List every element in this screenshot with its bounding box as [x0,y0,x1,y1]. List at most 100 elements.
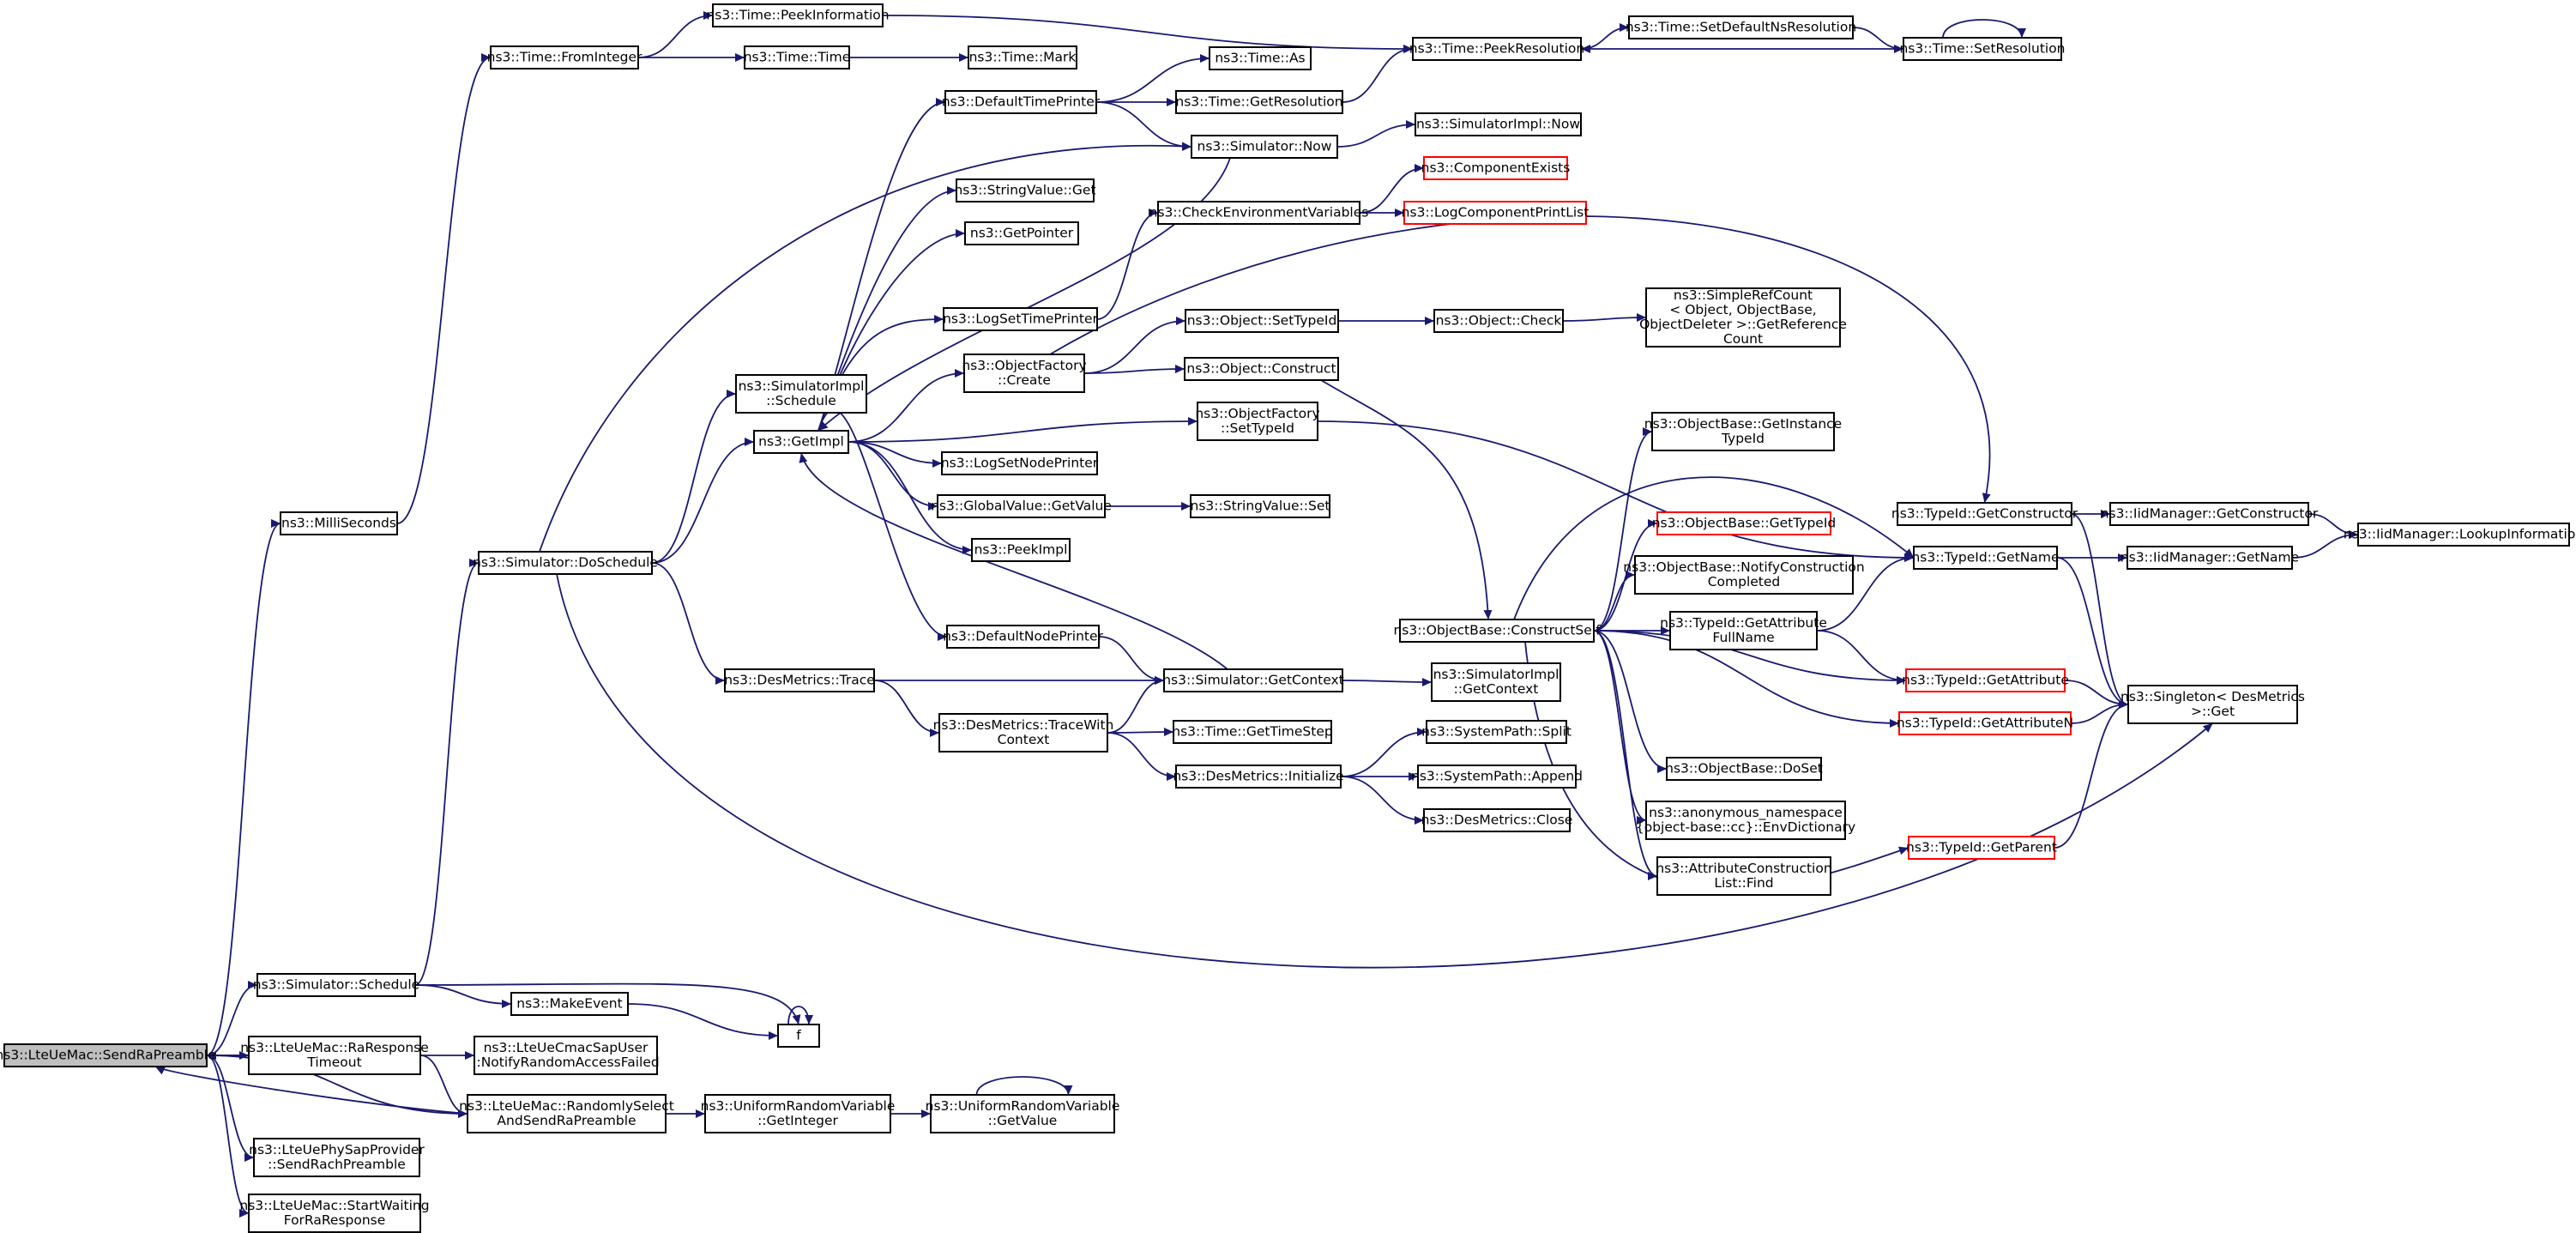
node-label: ns3::Simulator::DoSchedule [473,555,658,571]
node-box [1173,720,1332,744]
node-simulatorimpl-get-context[interactable]: ns3::SimulatorImpl::GetContext [1431,662,1561,702]
node-object-check[interactable]: ns3::Object::Check [1433,309,1564,333]
node-time-set-resolution[interactable]: ns3::Time::SetResolution [1899,37,2066,61]
edge-object-factory-create-to-object-set-type-id [1083,317,1186,374]
node-get-pointer[interactable]: ns3::GetPointer [964,221,1079,245]
node-time-set-default-ns-resolution[interactable]: ns3::Time::SetDefaultNsResolution [1626,15,1856,39]
node-uniform-random-variable-get-integer[interactable]: ns3::UniformRandomVariable::GetInteger [701,1094,896,1133]
node-object-factory-create[interactable]: ns3::ObjectFactory::Create [962,354,1087,393]
node-default-time-printer[interactable]: ns3::DefaultTimePrinter [942,90,1101,114]
node-make-event[interactable]: ns3::MakeEvent [510,992,629,1016]
node-time-get-resolution[interactable]: ns3::Time::GetResolution [1175,90,1343,114]
node-object-construct[interactable]: ns3::Object::Construct [1184,357,1339,381]
edge-time-set-default-ns-resolution-to-time-set-resolution [1852,27,1904,53]
node-desmetrics-close[interactable]: ns3::DesMetrics::Close [1421,808,1573,832]
node-simulatorimpl-now[interactable]: ns3::SimulatorImpl::Now [1415,112,1582,136]
node-check-environment-variables[interactable]: ns3::CheckEnvironmentVariables [1149,201,1369,225]
node-log-set-node-printer[interactable]: ns3::LogSetNodePrinter [941,451,1099,475]
node-default-node-printer[interactable]: ns3::DefaultNodePrinter [943,625,1104,649]
node-label: ns3::Time::SetResolution [1899,41,2065,57]
node-label: ns3::LteUeMac::SendRaPreamble [0,1048,216,1063]
node-string-value-get[interactable]: ns3::StringValue::Get [954,178,1096,202]
node-peek-impl[interactable]: ns3::PeekImpl [971,538,1071,562]
node-milliseconds[interactable]: ns3::MilliSeconds [280,511,398,535]
node-typeid-get-name[interactable]: ns3::TypeId::GetName [1911,546,2060,570]
node-label: List::Find [1714,875,1773,891]
node-get-impl[interactable]: ns3::GetImpl [753,430,849,454]
edge-object-check-to-simple-ref-count [1562,313,1647,323]
node-objectbase-construct-self[interactable]: ns3::ObjectBase::ConstructSelf [1393,619,1601,643]
node-iidmanager-get-constructor[interactable]: ns3::IidManager::GetConstructor [2101,502,2319,526]
node-label: ::Create [998,372,1051,388]
node-send-rach-preamble[interactable]: ns3::LteUePhySapProvider::SendRachPreamb… [249,1138,425,1177]
node-time-peek-resolution[interactable]: ns3::Time::PeekResolution [1409,37,1584,61]
node-label: ::GetContext [1454,681,1539,697]
node-system-path-split[interactable]: ns3::SystemPath::Split [1421,720,1572,744]
node-notify-random-access-failed[interactable]: ns3::LteUeCmacSapUser::NotifyRandomAcces… [472,1036,660,1075]
node-time-time[interactable]: ns3::Time::Time [744,45,851,70]
node-typeid-get-parent[interactable]: ns3::TypeId::GetParent [1906,836,2057,860]
node-box [3,1043,208,1067]
node-box [1669,611,1818,650]
node-object-factory-set-type-id[interactable]: ns3::ObjectFactory::SetTypeId [1195,402,1320,441]
node-f[interactable]: f [777,1024,820,1048]
node-object-set-type-id[interactable]: ns3::Object::SetTypeId [1185,309,1339,333]
node-time-as[interactable]: ns3::Time::As [1209,46,1312,70]
node-box [1426,720,1567,744]
node-label: ns3::SimpleRefCount [1674,287,1813,303]
node-typeid-get-attribute[interactable]: ns3::TypeId::GetAttribute [1902,668,2069,692]
node-box [704,1094,891,1133]
node-desmetrics-initialize[interactable]: ns3::DesMetrics::Initialize [1173,765,1344,789]
edge-simulator-get-context-to-simulatorimpl-get-context [1342,677,1433,686]
node-simple-ref-count[interactable]: ns3::SimpleRefCount< Object, ObjectBase,… [1639,287,1847,348]
node-time-from-integer[interactable]: ns3::Time::FromInteger [487,45,642,70]
node-anonymous-namespace-env-dictionary[interactable]: ns3::anonymous_namespace{object-base::cc… [1636,801,1855,840]
node-simulator-schedule[interactable]: ns3::Simulator::Schedule [253,973,419,997]
node-string-value-set[interactable]: ns3::StringValue::Set [1190,494,1330,518]
node-system-path-append[interactable]: ns3::SystemPath::Append [1411,765,1583,789]
node-global-value-get-value[interactable]: ns3::GlobalValue::GetValue [931,494,1112,518]
edge-randomly-select-and-send-ra-preamble-to-send-ra-preamble [154,1066,468,1115]
node-box [1903,37,2062,61]
node-iidmanager-lookup-information[interactable]: ns3::IidManager::LookupInformation [2344,523,2576,547]
node-objectbase-do-set[interactable]: ns3::ObjectBase::DoSet [1665,757,1823,781]
node-singleton-desmetrics-get[interactable]: ns3::Singleton< DesMetrics>::Get [2121,685,2305,724]
node-box [753,430,849,454]
edge-objectbase-construct-self-to-typeid-get-attribute [1593,630,1907,685]
node-simulator-do-schedule[interactable]: ns3::Simulator::DoSchedule [473,551,658,575]
node-objectbase-notify-construction-completed[interactable]: ns3::ObjectBase::NotifyConstructionCompl… [1623,555,1865,595]
node-log-component-print-list[interactable]: ns3::LogComponentPrintList [1402,201,1590,225]
node-box [1423,808,1571,832]
node-desmetrics-trace[interactable]: ns3::DesMetrics::Trace [724,668,875,692]
node-label: >::Get [2191,704,2235,719]
node-label: ns3::Object::Check [1436,313,1562,329]
node-randomly-select-and-send-ra-preamble[interactable]: ns3::LteUeMac::RandomlySelectAndSendRaPr… [459,1094,674,1133]
node-iidmanager-get-name[interactable]: ns3::IidManager::GetName [2121,546,2299,570]
node-typeid-get-constructor[interactable]: ns3::TypeId::GetConstructor [1891,502,2078,526]
node-time-get-time-step[interactable]: ns3::Time::GetTimeStep [1172,720,1333,744]
node-box [946,625,1100,649]
node-box [1628,15,1854,39]
node-time-mark[interactable]: ns3::Time::Mark [968,45,1077,70]
node-label: Completed [1708,574,1781,589]
node-send-ra-preamble[interactable]: ns3::LteUeMac::SendRaPreamble [0,1043,216,1067]
node-simulatorimpl-schedule[interactable]: ns3::SimulatorImpl::Schedule [735,374,867,414]
edge-object-factory-create-to-typeid-get-constructor [1049,215,1991,504]
node-simulator-get-context[interactable]: ns3::Simulator::GetContext [1162,668,1344,692]
node-component-exists[interactable]: ns3::ComponentExists [1421,156,1571,180]
node-simulator-now[interactable]: ns3::Simulator::Now [1191,135,1338,159]
node-uniform-random-variable-get-value[interactable]: ns3::UniformRandomVariable::GetValue [926,1094,1120,1133]
node-typeid-get-attribute-n[interactable]: ns3::TypeId::GetAttributeN [1897,711,2073,735]
node-time-peek-information[interactable]: ns3::Time::PeekInformation [706,3,890,27]
node-log-set-time-printer[interactable]: ns3::LogSetTimePrinter [943,307,1099,331]
node-box [1415,112,1582,136]
node-label: ns3::GetPointer [970,226,1074,241]
node-objectbase-get-type-id[interactable]: ns3::ObjectBase::GetTypeId [1652,511,1837,535]
